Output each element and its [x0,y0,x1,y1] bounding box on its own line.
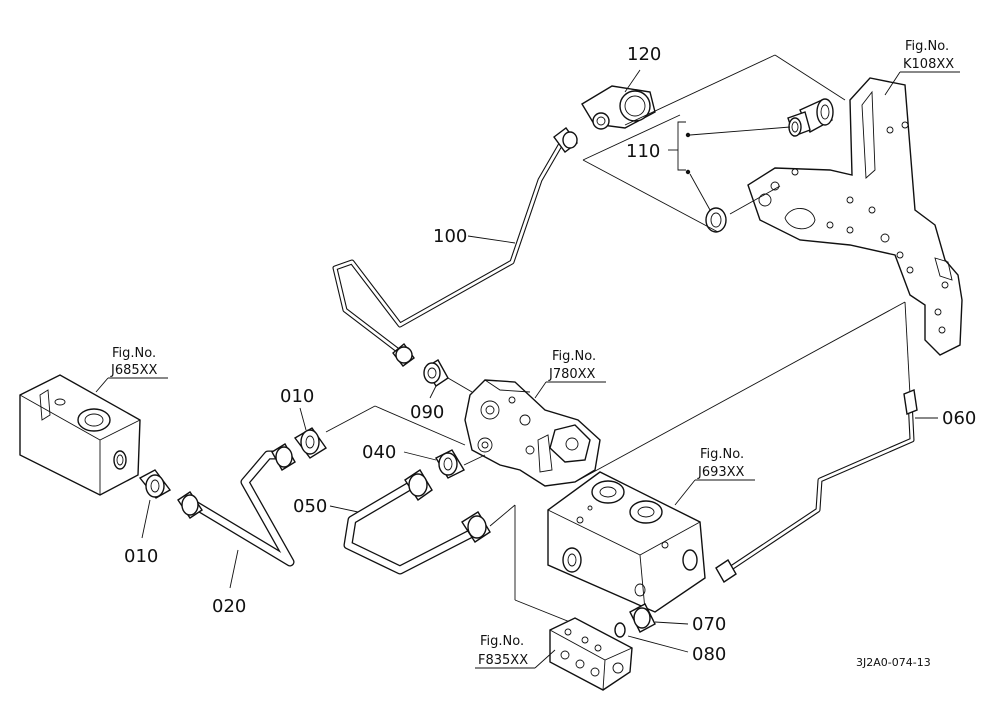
fig-ref-f835-number: F835XX [478,653,528,668]
bottom-block [549,617,633,691]
fig-ref-j693-prefix: Fig.No. [700,447,744,462]
label-part-080: 080 [692,644,726,665]
label-part-110: 110 [626,141,660,162]
fig-ref-k108-prefix: Fig.No. [905,39,949,54]
leader-070 [654,621,689,625]
fitting-010-left [138,469,172,499]
pipe-050 [343,469,491,575]
fig-ref-k108: Fig.No. K108XX [884,39,960,96]
fig-ref-f835-prefix: Fig.No. [480,634,524,649]
pipe-060 [715,389,918,583]
leader-010-left [141,499,151,539]
leader-050 [329,505,359,513]
o-ring-110 [705,207,727,233]
leader-040 [403,451,437,461]
fig-ref-j685-number: J685XX [110,363,158,378]
drawing-code: 3J2A0-074-13 [856,656,931,669]
fig-ref-j780-prefix: Fig.No. [552,349,596,364]
fig-ref-j780: Fig.No. J780XX [534,349,606,399]
label-part-060: 060 [942,408,976,429]
mounting-bracket [747,77,963,356]
fig-ref-f835: Fig.No. F835XX [475,634,556,669]
pipe-020 [177,443,296,567]
fig-ref-j693-number: J693XX [697,465,745,480]
leader-100 [467,235,516,244]
flange-120 [581,85,656,130]
leader-110 [668,121,791,211]
leader-120 [624,69,641,93]
leader-090 [429,385,437,399]
leader-080 [627,635,689,653]
fig-ref-j685-prefix: Fig.No. [112,346,156,361]
label-part-100: 100 [433,226,467,247]
washer-080 [614,622,626,638]
adapter-070 [629,603,656,633]
valve-block [464,379,601,487]
label-part-010-middle: 010 [280,386,314,407]
label-part-050: 050 [293,496,327,517]
label-part-070: 070 [692,614,726,635]
assembly-lines-top [582,54,846,233]
fig-ref-k108-number: K108XX [903,57,954,72]
fitting-090 [423,359,473,393]
assembly-lines-right [574,301,911,483]
fig-ref-j693: Fig.No. J693XX [674,447,755,506]
label-part-040: 040 [362,442,396,463]
pipe-100 [332,127,578,367]
fitting-010-middle [293,427,327,459]
label-part-010-left: 010 [124,546,158,567]
label-part-090: 090 [410,402,444,423]
fig-ref-j780-number: J780XX [548,367,596,382]
left-block [19,374,141,496]
label-part-020: 020 [212,596,246,617]
fitting-040 [435,449,486,479]
leader-020 [229,549,239,589]
coupler-110 [787,98,834,137]
leader-010-middle [299,407,307,431]
assembly-lines-mid [325,405,466,446]
control-valve [547,471,706,613]
label-part-120: 120 [627,44,661,65]
fig-ref-j685: Fig.No. J685XX [95,346,168,393]
